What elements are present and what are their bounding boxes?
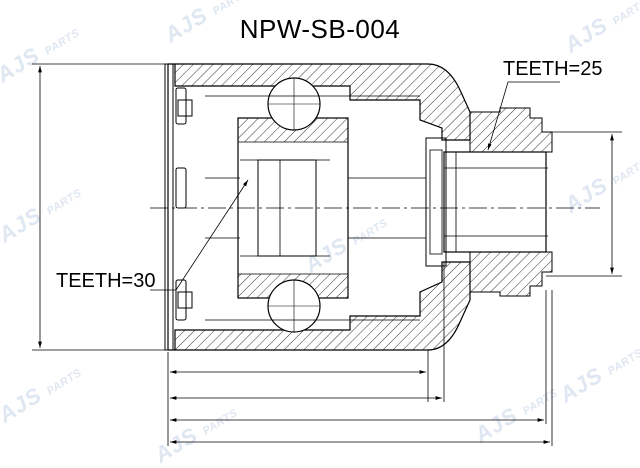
cv-joint-drawing xyxy=(32,63,622,446)
leader-lines xyxy=(150,81,560,291)
retaining-pins xyxy=(175,87,193,321)
housing-lower-section xyxy=(168,261,471,351)
stem-body xyxy=(443,151,547,253)
spline-bore-teeth xyxy=(240,159,330,257)
stem-lower-collar xyxy=(469,251,553,297)
stem-upper-collar xyxy=(469,107,553,153)
housing-upper-section xyxy=(168,63,471,141)
teeth-outer-label: TEETH=25 xyxy=(503,58,603,80)
stem-neck xyxy=(425,137,447,267)
housing-flange xyxy=(164,63,174,351)
part-number-title: NPW-SB-004 xyxy=(239,14,401,44)
dimension-lines xyxy=(32,63,622,446)
cage xyxy=(205,95,426,321)
stem-splines xyxy=(444,152,548,252)
teeth-inner-label: TEETH=30 xyxy=(56,270,156,292)
stem-neck-inner xyxy=(429,149,443,255)
